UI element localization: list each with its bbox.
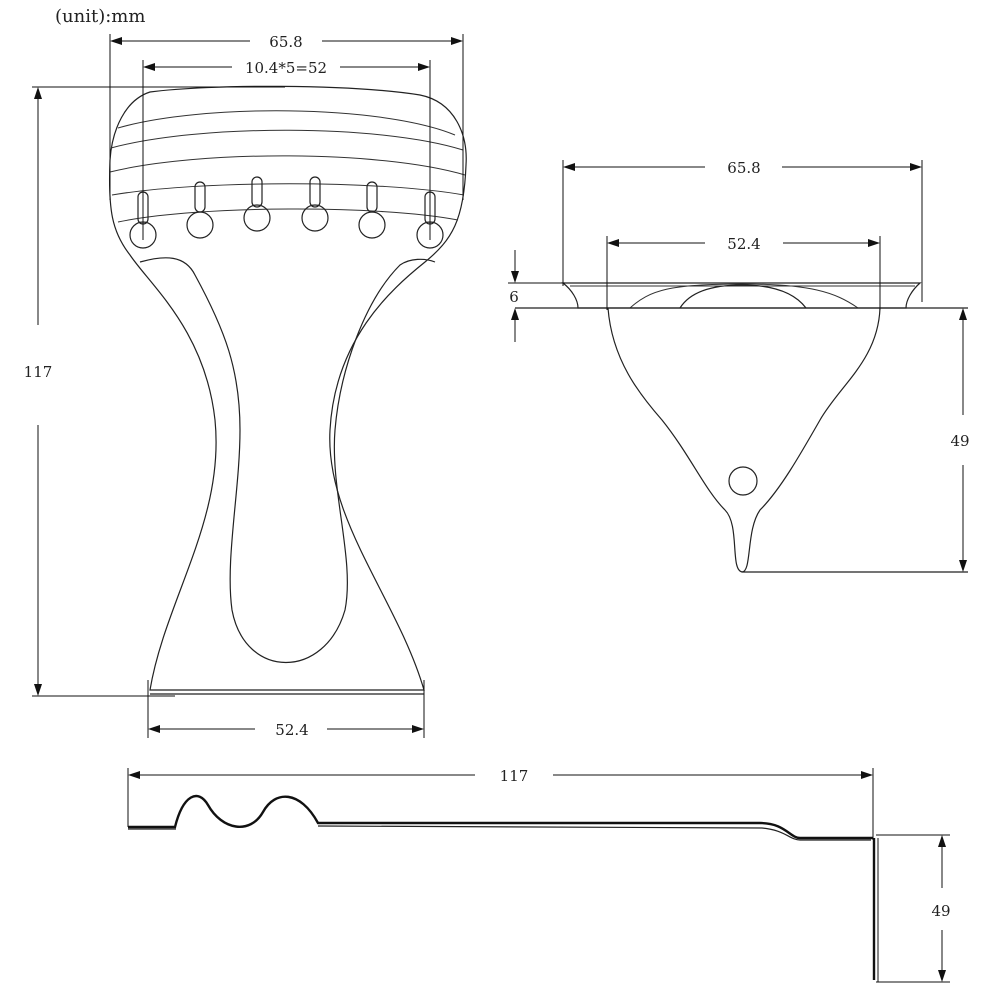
end-pendant-hole <box>728 466 758 496</box>
dim-label-end-inner-width: 52.4 <box>727 235 760 253</box>
unit-label: (unit):mm <box>55 6 145 27</box>
end-saddle-hump <box>629 283 859 309</box>
dim-end-thickness: 6 <box>508 250 565 342</box>
dim-label-front-top-width: 65.8 <box>269 33 302 51</box>
head-ridge-1 <box>117 110 456 136</box>
dim-front-height: 117 <box>24 86 285 697</box>
head-ridge-4 <box>111 183 465 196</box>
dim-label-front-height: 117 <box>24 363 53 381</box>
string-hole <box>358 181 386 239</box>
end-view: 65.8 52.4 6 49 <box>508 159 970 573</box>
side-view: 117 49 <box>127 767 951 983</box>
dim-label-side-length: 117 <box>500 767 529 785</box>
string-hole <box>301 176 329 232</box>
head-ridge-5 <box>117 208 459 223</box>
end-saddle-inner <box>679 284 807 309</box>
end-top-flange <box>561 282 922 309</box>
dim-front-bottom-width: 52.4 <box>147 680 425 739</box>
dim-label-front-bottom-width: 52.4 <box>275 721 308 739</box>
dim-end-depth: 49 <box>950 308 970 572</box>
string-hole <box>186 181 214 239</box>
dim-side-drop: 49 <box>931 835 951 982</box>
head-ridge-3 <box>109 155 466 176</box>
dim-side-length: 117 <box>127 767 874 840</box>
dim-label-end-thickness: 6 <box>509 288 519 306</box>
side-profile-underside <box>128 825 871 841</box>
dim-label-end-top-width: 65.8 <box>727 159 760 177</box>
dim-label-hole-spacing: 10.4*5=52 <box>245 59 327 77</box>
string-hole <box>243 176 271 232</box>
head-ridge-2 <box>110 129 464 151</box>
dim-front-top-width: 65.8 <box>109 33 464 200</box>
dim-label-side-drop: 49 <box>931 902 950 920</box>
side-profile <box>128 794 873 840</box>
dim-hole-spacing: 10.4*5=52 <box>142 59 431 240</box>
end-pendant-body <box>607 307 881 573</box>
dim-end-top-width: 65.8 <box>562 159 923 302</box>
dim-label-end-depth: 49 <box>950 432 969 450</box>
front-view: 65.8 10.4*5=52 117 <box>24 33 467 739</box>
front-inner-cutout <box>139 257 436 663</box>
dim-end-inner-width: 52.4 <box>606 235 881 310</box>
front-body-outline <box>108 85 467 691</box>
